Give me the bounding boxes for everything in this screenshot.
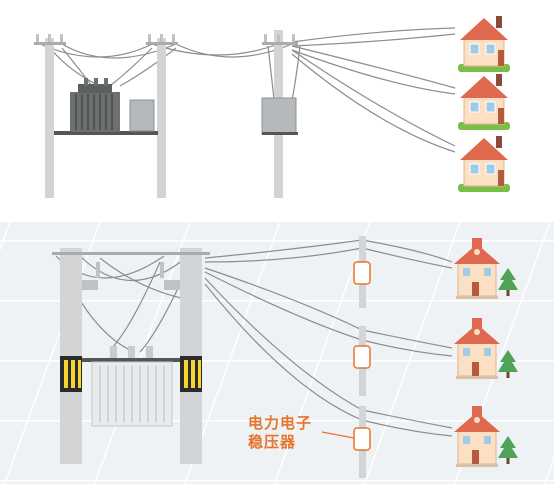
top-house-1	[457, 15, 511, 73]
top-platform	[54, 131, 158, 135]
regulator-label-line1: 电力电子	[248, 414, 313, 432]
callout-leader-line	[321, 431, 355, 439]
top-crossarm-1	[34, 42, 66, 45]
top-transformer	[70, 78, 120, 132]
top-pole-2	[157, 38, 166, 198]
regulator-pole-2	[353, 326, 371, 396]
hazard-band-left	[60, 356, 82, 392]
top-crossarm-2	[146, 42, 178, 45]
top-regulator-box	[261, 97, 297, 135]
top-scene	[34, 15, 511, 198]
top-house-2	[457, 73, 511, 131]
bottom-transformer	[82, 346, 180, 427]
bottom-insulators	[82, 262, 180, 290]
top-meter-box	[129, 99, 155, 132]
hazard-band-right	[180, 356, 202, 392]
regulator-label-line2: 稳压器	[248, 433, 297, 451]
bottom-scene	[0, 222, 554, 484]
regulator-callout-label: 电力电子 稳压器	[248, 414, 344, 452]
top-house-3	[457, 135, 511, 193]
top-pole-1	[45, 38, 54, 198]
regulator-pole-3	[353, 406, 371, 478]
regulator-pole-1	[353, 236, 371, 308]
